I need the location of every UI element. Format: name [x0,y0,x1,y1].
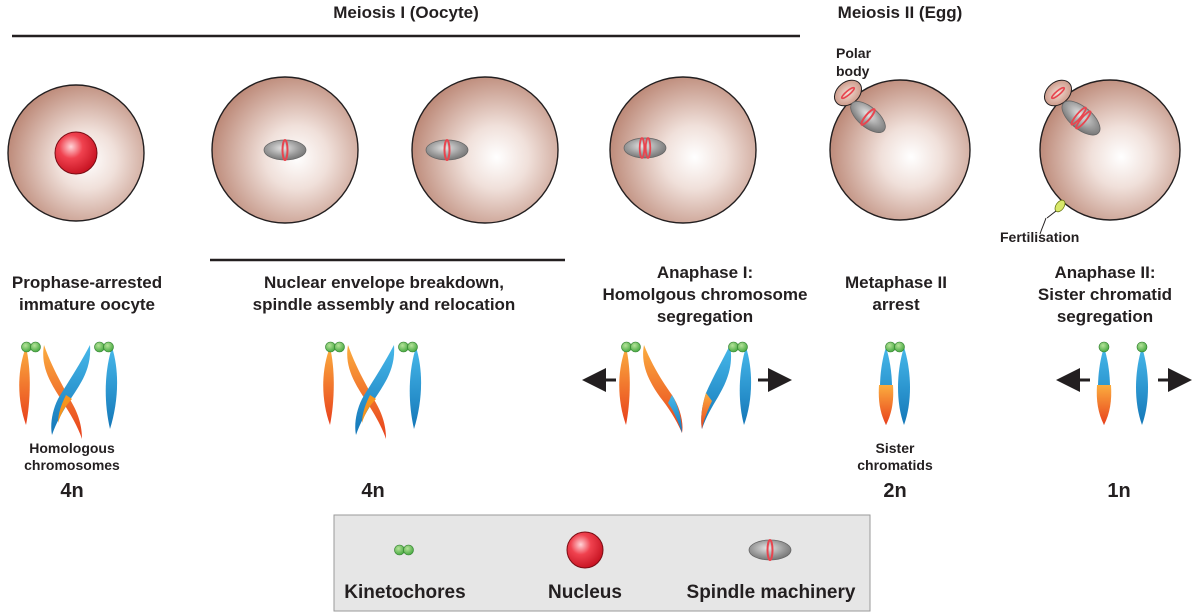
legend-kinetochores: Kinetochores [344,582,465,603]
nucleus [54,131,98,175]
stage4-title-line2: arrest [872,295,920,314]
stage1-ploidy: 4n [60,480,83,502]
stage2-title-line2: spindle assembly and relocation [253,295,516,314]
meiosis2-header: Meiosis II (Egg) [838,3,963,22]
kinetochore-icon [728,341,748,353]
legend: Kinetochores Nucleus Spindle machinery [333,514,871,612]
egg-cell-1 [829,79,971,221]
segregating-chromatids [1056,341,1192,425]
segregating-homologs [582,341,792,433]
stage3-title-line1: Anaphase I: [657,263,753,282]
stage1-caption-line1: Homologous [29,440,115,456]
kinetochore-icon [1136,341,1148,353]
legend-nucleus: Nucleus [548,582,622,603]
egg-cell-2 [1039,79,1181,235]
stage5-title-line2: Sister chromatid [1038,285,1172,304]
stage4-title-line1: Metaphase II [845,273,947,292]
spindle-icon [748,539,792,561]
stage5-title-line1: Anaphase II: [1054,263,1155,282]
stage4-caption-line2: chromatids [857,457,933,473]
polar-body-label-line1: Polar [836,45,872,61]
stage1-caption-line2: chromosomes [24,457,120,473]
kinetochore-icon [21,341,41,353]
kinetochore-icon [325,341,345,353]
oocyte-cell-4 [609,76,757,224]
stage1-title-line2: immature oocyte [19,295,155,314]
spindle-icon [623,137,667,159]
kinetochore-icon [621,341,641,353]
kinetochore-icon [885,341,905,353]
stage1-title-line1: Prophase-arrested [12,273,162,292]
sperm-icon [1039,199,1066,235]
stage2-ploidy: 4n [361,480,384,502]
spindle-icon [263,139,307,161]
legend-spindle: Spindle machinery [687,582,856,603]
kinetochore-icon [398,341,418,353]
stage3-title-line2: Homolgous chromosome [603,285,808,304]
oocyte-cell-3 [411,76,559,224]
stage5-title-line3: segregation [1057,307,1153,326]
stage2-title-line1: Nuclear envelope breakdown, [264,273,504,292]
stage5-ploidy: 1n [1107,480,1130,502]
stage4-caption-line1: Sister [876,440,915,456]
fertilisation-label: Fertilisation [1000,229,1079,245]
oocyte-cell-1 [7,84,145,222]
meiosis1-header: Meiosis I (Oocyte) [333,3,478,22]
nucleus-icon [566,531,604,569]
sister-chromatids [878,341,910,425]
spindle-icon [425,139,469,161]
oocyte-cell-2 [211,76,359,224]
stage4-ploidy: 2n [883,480,906,502]
homologous-chromosomes-2 [323,341,422,439]
stage3-title-line3: segregation [657,307,753,326]
kinetochore-icon [94,341,114,353]
polar-body-label-line2: body [836,63,870,79]
homologous-chromosomes-1 [19,341,118,439]
kinetochore-icon [1098,341,1110,353]
